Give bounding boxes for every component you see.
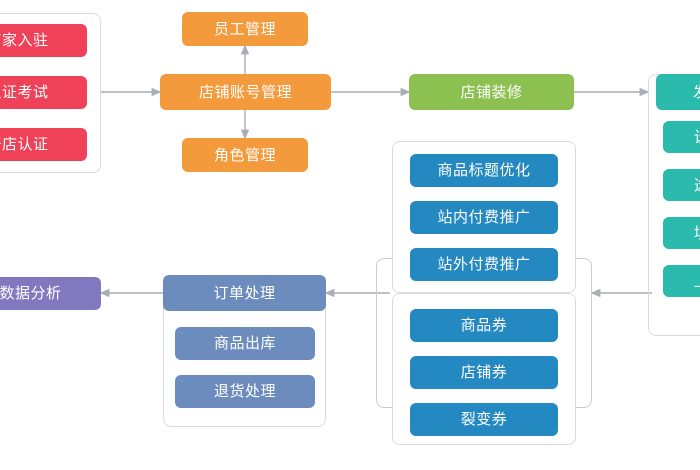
node-label: 填写信息 <box>694 226 700 241</box>
node-label: 员工管理 <box>213 20 276 38</box>
node-upload-product[interactable]: 上传商品 <box>663 265 700 297</box>
node-offsite-paid-promotion[interactable]: 站外付费推广 <box>410 248 558 281</box>
node-label: 裂变券 <box>460 411 508 428</box>
node-label: 站内付费推广 <box>437 209 531 226</box>
node-select-template[interactable]: 选择模板 <box>663 169 700 201</box>
node-store-account-management[interactable]: 店铺账号管理 <box>160 74 331 110</box>
node-label: 认证考试 <box>0 84 49 101</box>
node-fill-info[interactable]: 填写信息 <box>663 217 700 249</box>
node-return-processing[interactable]: 退货处理 <box>175 375 315 408</box>
node-label: 站外付费推广 <box>437 256 531 273</box>
node-label: 开店认证 <box>0 136 49 153</box>
node-label: 店铺装修 <box>460 83 523 101</box>
node-merchant-entry[interactable]: 商家入驻 <box>0 24 87 57</box>
node-staff-management[interactable]: 员工管理 <box>182 12 308 46</box>
group-promotion <box>392 141 576 293</box>
group-coupon <box>392 293 576 445</box>
node-label: 订单处理 <box>213 284 276 302</box>
node-label: 商家入驻 <box>0 32 49 49</box>
node-store-decoration[interactable]: 店铺装修 <box>409 74 574 110</box>
node-label: 商品标题优化 <box>437 162 531 179</box>
node-data-analysis[interactable]: 数据分析 <box>0 277 101 310</box>
node-label: 设置类目 <box>694 130 700 145</box>
node-store-certification[interactable]: 开店认证 <box>0 128 87 161</box>
node-role-management[interactable]: 角色管理 <box>182 138 308 172</box>
node-product-coupon[interactable]: 商品券 <box>410 309 558 342</box>
group-onboarding <box>0 13 101 173</box>
node-label: 店铺账号管理 <box>198 83 292 101</box>
node-label: 数据分析 <box>0 285 62 302</box>
node-product-outbound[interactable]: 商品出库 <box>175 327 315 360</box>
node-label: 商品券 <box>460 317 508 334</box>
node-certification-exam[interactable]: 认证考试 <box>0 76 87 109</box>
node-order-processing[interactable]: 订单处理 <box>163 275 326 311</box>
node-store-coupon[interactable]: 店铺券 <box>410 356 558 389</box>
bracket-promotion-left <box>376 258 392 408</box>
node-label: 店铺券 <box>460 364 508 381</box>
node-onsite-paid-promotion[interactable]: 站内付费推广 <box>410 201 558 234</box>
node-label: 发布商品 <box>693 85 700 100</box>
node-fission-coupon[interactable]: 裂变券 <box>410 403 558 436</box>
bracket-promotion-right <box>576 258 592 408</box>
node-label: 商品出库 <box>213 335 276 352</box>
node-label: 角色管理 <box>213 146 276 164</box>
node-label: 选择模板 <box>694 178 700 193</box>
node-label: 退货处理 <box>213 383 276 400</box>
node-label: 上传商品 <box>694 274 700 289</box>
node-set-category[interactable]: 设置类目 <box>663 121 700 153</box>
node-product-publish[interactable]: 发布商品 <box>656 74 700 110</box>
node-title-optimization[interactable]: 商品标题优化 <box>410 154 558 187</box>
